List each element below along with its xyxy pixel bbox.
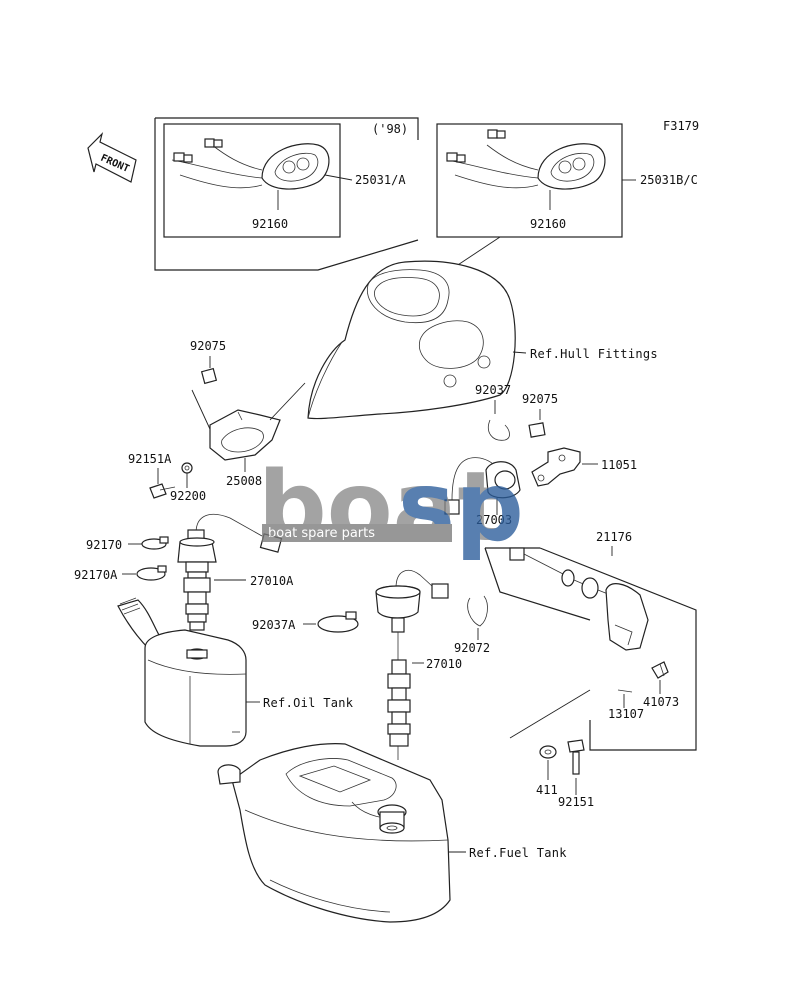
label-p-21176: 21176 (596, 530, 632, 544)
oil-tank-icon (117, 597, 247, 747)
label-p-92170-placed: 92170 (86, 538, 122, 552)
label-p-92160-right: 92160 (530, 217, 566, 231)
inset-right: 92160 25031B/C (404, 123, 698, 301)
ref-oil: Ref.Oil Tank (263, 696, 354, 710)
clip-92075-mid-icon (528, 422, 546, 438)
watermark-logo: boat sp boat spare parts (258, 451, 524, 563)
clamp-92170a-icon (136, 565, 167, 581)
ref-fuel: Ref.Fuel Tank (469, 846, 567, 860)
bolt-92151a-icon (149, 483, 176, 499)
label-p-27010: 27010 (426, 657, 462, 671)
label-p-92200: 92200 (170, 489, 206, 503)
label-p-25008: 25008 (226, 474, 262, 488)
label-p-13107: 13107 (608, 707, 644, 721)
clamp-92170-icon (141, 536, 169, 550)
clip-92075-top-icon (200, 367, 218, 385)
ref-hull: Ref.Hull Fittings (530, 347, 658, 361)
washer-411-icon (539, 745, 557, 759)
label-p-92151a: 92151A (128, 452, 172, 466)
label-p-92075-top: 92075 (190, 339, 226, 353)
label-p-92037a: 92037A (252, 618, 296, 632)
band-92072-icon (467, 595, 488, 627)
label-p-92075-mid: 92075 (522, 392, 558, 406)
label-p-92037: 92037 (475, 383, 511, 397)
bracket-11051-icon (531, 447, 581, 487)
bracket-25008-icon (209, 382, 306, 461)
hull-fitting-icon (307, 260, 516, 420)
clamp-92037-icon (488, 419, 510, 441)
year-note: ('98) (372, 122, 408, 136)
clamp-92037a-icon (317, 611, 359, 633)
watermark-brand-b: sp (398, 451, 524, 563)
front-arrow-icon: FRONT (87, 132, 137, 183)
oil-sender-27010a-icon (177, 514, 283, 631)
bolt-92151-icon (567, 739, 585, 775)
watermark-tagline: boat spare parts (268, 526, 375, 541)
label-p-41073: 41073 (643, 695, 679, 709)
washer-92200-icon (181, 462, 193, 474)
label-p-92072: 92072 (454, 641, 490, 655)
fuel-sender-27010-icon (375, 570, 449, 760)
label-p-27003: 27003 (476, 513, 512, 527)
label-p-27010a: 27010A (250, 574, 294, 588)
figure-code: F3179 (663, 119, 699, 133)
clip-41073-icon (651, 661, 669, 679)
watermark-brand-a: boat (258, 451, 503, 563)
meter-assembly-right-icon (446, 129, 636, 210)
label-p-92151: 92151 (558, 795, 594, 809)
label-p-11051: 11051 (601, 458, 637, 472)
meter-assembly-left-icon (171, 138, 353, 210)
label-p-411: 411 (536, 783, 558, 797)
fuel-sender-21176-icon (509, 547, 649, 651)
sensor-27003-icon (444, 457, 521, 515)
label-p-92160-left: 92160 (252, 217, 288, 231)
label-p-25031bc: 25031B/C (640, 173, 698, 187)
inset-left: ('98) 92160 25031/A (154, 117, 419, 271)
pin-13107-icon (617, 689, 633, 693)
label-p-92170a-placed: 92170A (74, 568, 118, 582)
fuel-tank-icon (217, 743, 451, 923)
label-p-25031a: 25031/A (355, 173, 406, 187)
